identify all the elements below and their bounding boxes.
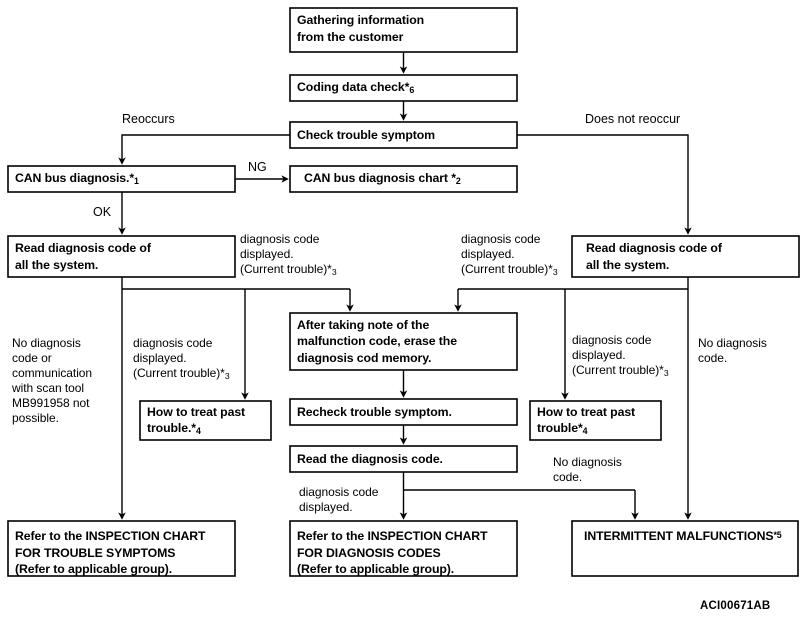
node-recheck-trouble-symptom-label: Recheck trouble symptom. — [297, 404, 452, 419]
node-intermittent-malfunctions-label: INTERMITTENT MALFUNCTIONS*5 — [584, 529, 782, 543]
box-outline-refer-inspection-chart-diagnosis-codes — [289, 520, 518, 577]
edge-label-reoccurs: Reoccurs — [122, 112, 175, 126]
node-intermittent-malfunctions: INTERMITTENT MALFUNCTIONS*5 — [572, 521, 798, 576]
box-outline-how-to-treat-past-trouble-left — [139, 400, 272, 441]
node-recheck-trouble-symptom: Recheck trouble symptom. — [290, 399, 517, 425]
box-outline-intermittent-malfunctions — [571, 520, 799, 577]
connector-check-symptom-not-reoccur-to-read-right — [517, 134, 692, 235]
box-outline-read-diagnosis-code-left — [7, 235, 236, 278]
box-outline-after-taking-note — [289, 312, 518, 371]
edge-label-does-not-reoccur: Does not reoccur — [585, 112, 681, 126]
box-outline-read-diagnosis-code-right — [571, 235, 800, 278]
edge-label-ok: OK — [93, 205, 112, 219]
node-check-trouble-symptom: Check trouble symptom — [290, 122, 517, 148]
box-outline-how-to-treat-past-trouble-right — [529, 400, 662, 441]
edge-label-ng: NG — [248, 160, 267, 174]
node-can-bus-diagnosis-label: CAN bus diagnosis.*1 — [15, 171, 139, 186]
node-coding-data-check-label: Coding data check*6 — [297, 80, 415, 95]
node-can-bus-diagnosis-chart: CAN bus diagnosis chart *2 — [290, 166, 517, 192]
node-can-bus-diagnosis-chart-label: CAN bus diagnosis chart *2 — [304, 171, 461, 186]
box-outline-read-the-diagnosis-code — [289, 445, 518, 473]
box-outline-gathering-information — [289, 7, 518, 53]
node-read-the-diagnosis-code-label: Read the diagnosis code. — [297, 451, 443, 466]
node-coding-data-check: Coding data check*6 — [290, 75, 517, 101]
figure-code: ACI00671AB — [700, 600, 771, 612]
node-can-bus-diagnosis: CAN bus diagnosis.*1 — [8, 166, 235, 192]
box-outline-refer-inspection-chart-trouble-symptoms — [7, 520, 236, 577]
node-check-trouble-symptom-label: Check trouble symptom — [297, 127, 435, 142]
connector-check-symptom-reoccurs-to-can-bus — [118, 134, 290, 165]
box-outline-can-bus-diagnosis-chart — [289, 165, 518, 193]
box-outline-check-trouble-symptom — [289, 121, 518, 149]
node-read-the-diagnosis-code: Read the diagnosis code. — [290, 446, 517, 472]
